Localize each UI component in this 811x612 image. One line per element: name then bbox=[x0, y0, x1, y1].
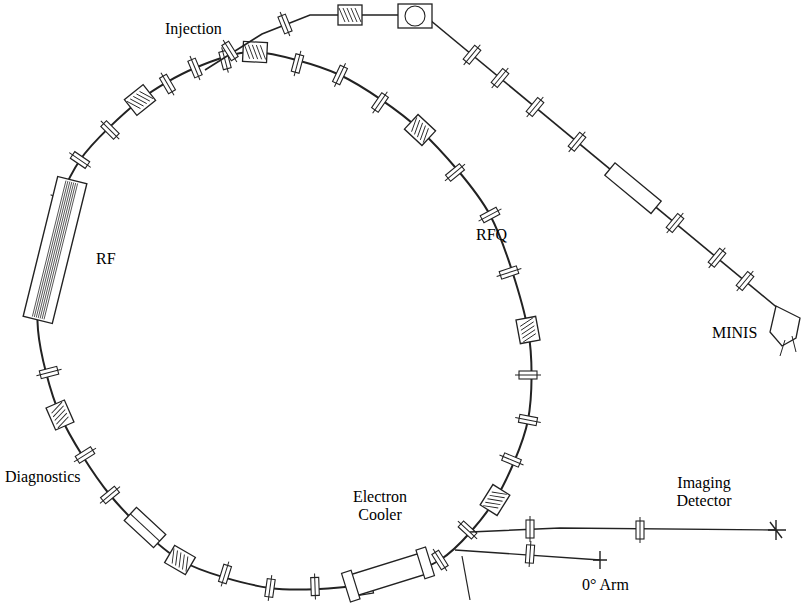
quadrupole-magnet bbox=[97, 484, 122, 507]
imaging-detector bbox=[768, 520, 786, 540]
quadrupole-magnet bbox=[477, 205, 504, 224]
section-label: 0° Arm bbox=[582, 576, 629, 594]
quadrupole-magnet bbox=[217, 560, 232, 587]
quadrupole-magnet bbox=[290, 50, 305, 77]
quadrupole-magnet bbox=[514, 414, 541, 427]
quadrupole-magnet bbox=[369, 90, 390, 116]
quadrupole-magnet bbox=[461, 42, 484, 67]
quadrupole-magnet bbox=[734, 268, 757, 293]
section-label: MINIS bbox=[712, 324, 757, 342]
quadrupole-magnet bbox=[526, 516, 534, 542]
section-label: Injection bbox=[165, 20, 222, 38]
section-label: Imaging Detector bbox=[662, 474, 746, 510]
quadrupole-magnet bbox=[220, 38, 241, 64]
quadrupole-magnet bbox=[72, 445, 98, 466]
quadrupole-magnet bbox=[524, 94, 547, 119]
quadrupole-magnet bbox=[706, 245, 729, 270]
section-label: RFQ bbox=[476, 226, 507, 244]
zero-degree-arm-end bbox=[593, 551, 607, 569]
diagnostics-chamber bbox=[124, 507, 166, 547]
section-label: RF bbox=[96, 250, 116, 268]
quadrupole-magnet bbox=[35, 365, 62, 379]
quadrupole-magnet bbox=[455, 518, 480, 541]
quadrupole-magnet bbox=[664, 210, 687, 235]
injection-beamline bbox=[205, 15, 400, 70]
rf-cavity bbox=[23, 177, 87, 324]
quadrupole-magnet bbox=[67, 149, 93, 170]
quadrupole-magnet bbox=[331, 62, 349, 89]
quadrupole-magnet bbox=[442, 161, 467, 184]
dipole-magnet bbox=[516, 316, 540, 343]
dipole-magnet bbox=[404, 115, 435, 146]
quadrupole-magnet bbox=[264, 575, 276, 602]
quadrupole-magnet bbox=[515, 371, 541, 379]
ion-source bbox=[770, 306, 800, 356]
quadrupole-magnet bbox=[636, 517, 644, 543]
quadrupole-magnet bbox=[525, 541, 535, 567]
neutral-beam-port bbox=[462, 556, 470, 600]
quadrupole-magnet bbox=[489, 65, 512, 90]
quadrupole-magnet bbox=[186, 54, 203, 81]
rfq-tank bbox=[605, 163, 661, 214]
dipole-magnet bbox=[480, 485, 510, 516]
section-label: Electron Cooler bbox=[340, 488, 420, 524]
quadrupole-magnet bbox=[276, 10, 293, 37]
quadrupole-magnet bbox=[158, 71, 178, 97]
imaging-detector-line bbox=[470, 528, 776, 532]
beamline-magnet bbox=[338, 5, 362, 25]
electron-cooler bbox=[342, 547, 435, 602]
rfq-beamline bbox=[430, 20, 780, 310]
quadrupole-magnet bbox=[495, 265, 522, 281]
quadrupole-magnet bbox=[311, 573, 320, 599]
quadrupole-magnet bbox=[566, 129, 589, 154]
dipole-magnet bbox=[124, 85, 155, 116]
section-label: Diagnostics bbox=[5, 468, 81, 486]
quadrupole-magnet bbox=[98, 118, 122, 142]
dipole-magnet bbox=[46, 400, 74, 430]
ring-beampipe bbox=[37, 52, 531, 590]
dipole-magnet bbox=[165, 545, 196, 574]
quadrupole-magnet bbox=[498, 451, 525, 468]
switching-magnet bbox=[398, 4, 432, 28]
